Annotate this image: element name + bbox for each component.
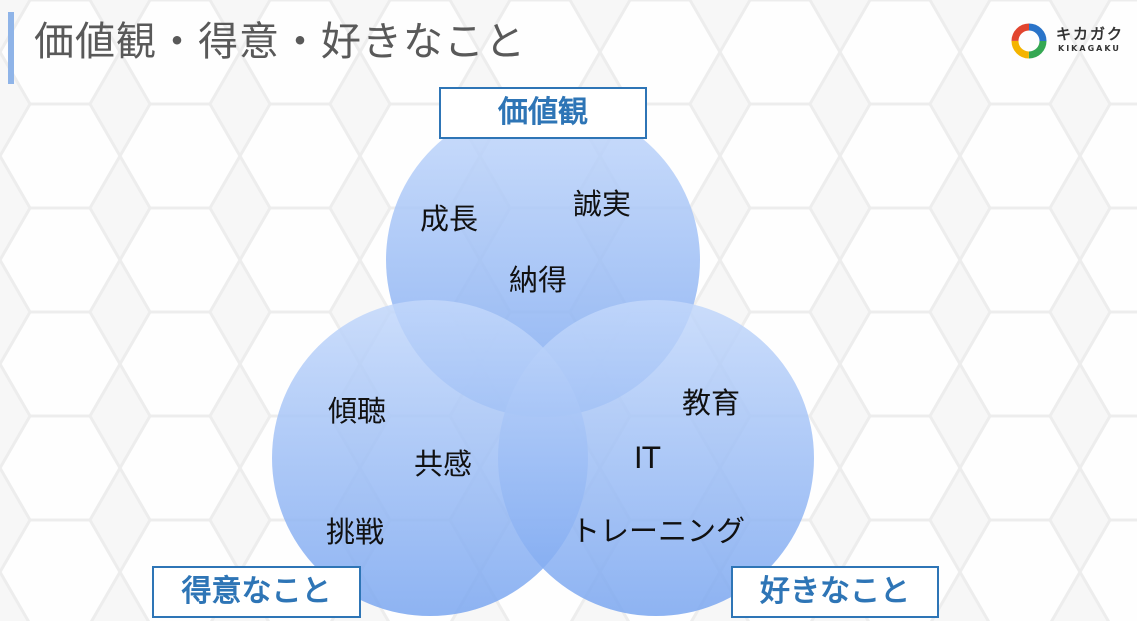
logo-subtitle: KIKAGAKU [1058,44,1121,53]
label-right: 好きなこと [731,566,939,618]
logo: キカガク KIKAGAKU [1008,20,1128,64]
logo-ring-icon [1011,23,1047,59]
word-it: IT [634,441,661,475]
word-training: トレーニング [571,514,746,548]
label-left: 得意なこと [152,566,361,618]
word-challenge: 挑戦 [326,515,385,549]
word-conviction: 納得 [509,263,568,297]
word-sincerity: 誠実 [573,187,632,221]
word-empathy: 共感 [414,447,473,481]
page-title: 価値観・得意・好きなこと [34,19,526,65]
label-top: 価値観 [439,87,647,139]
word-listening: 傾聴 [328,394,387,428]
title-accent-bar [8,12,14,84]
circle-right [498,300,814,616]
circle-left [272,300,588,616]
word-education: 教育 [682,386,741,420]
logo-name: キカガク [1056,25,1125,43]
word-growth: 成長 [420,202,479,236]
